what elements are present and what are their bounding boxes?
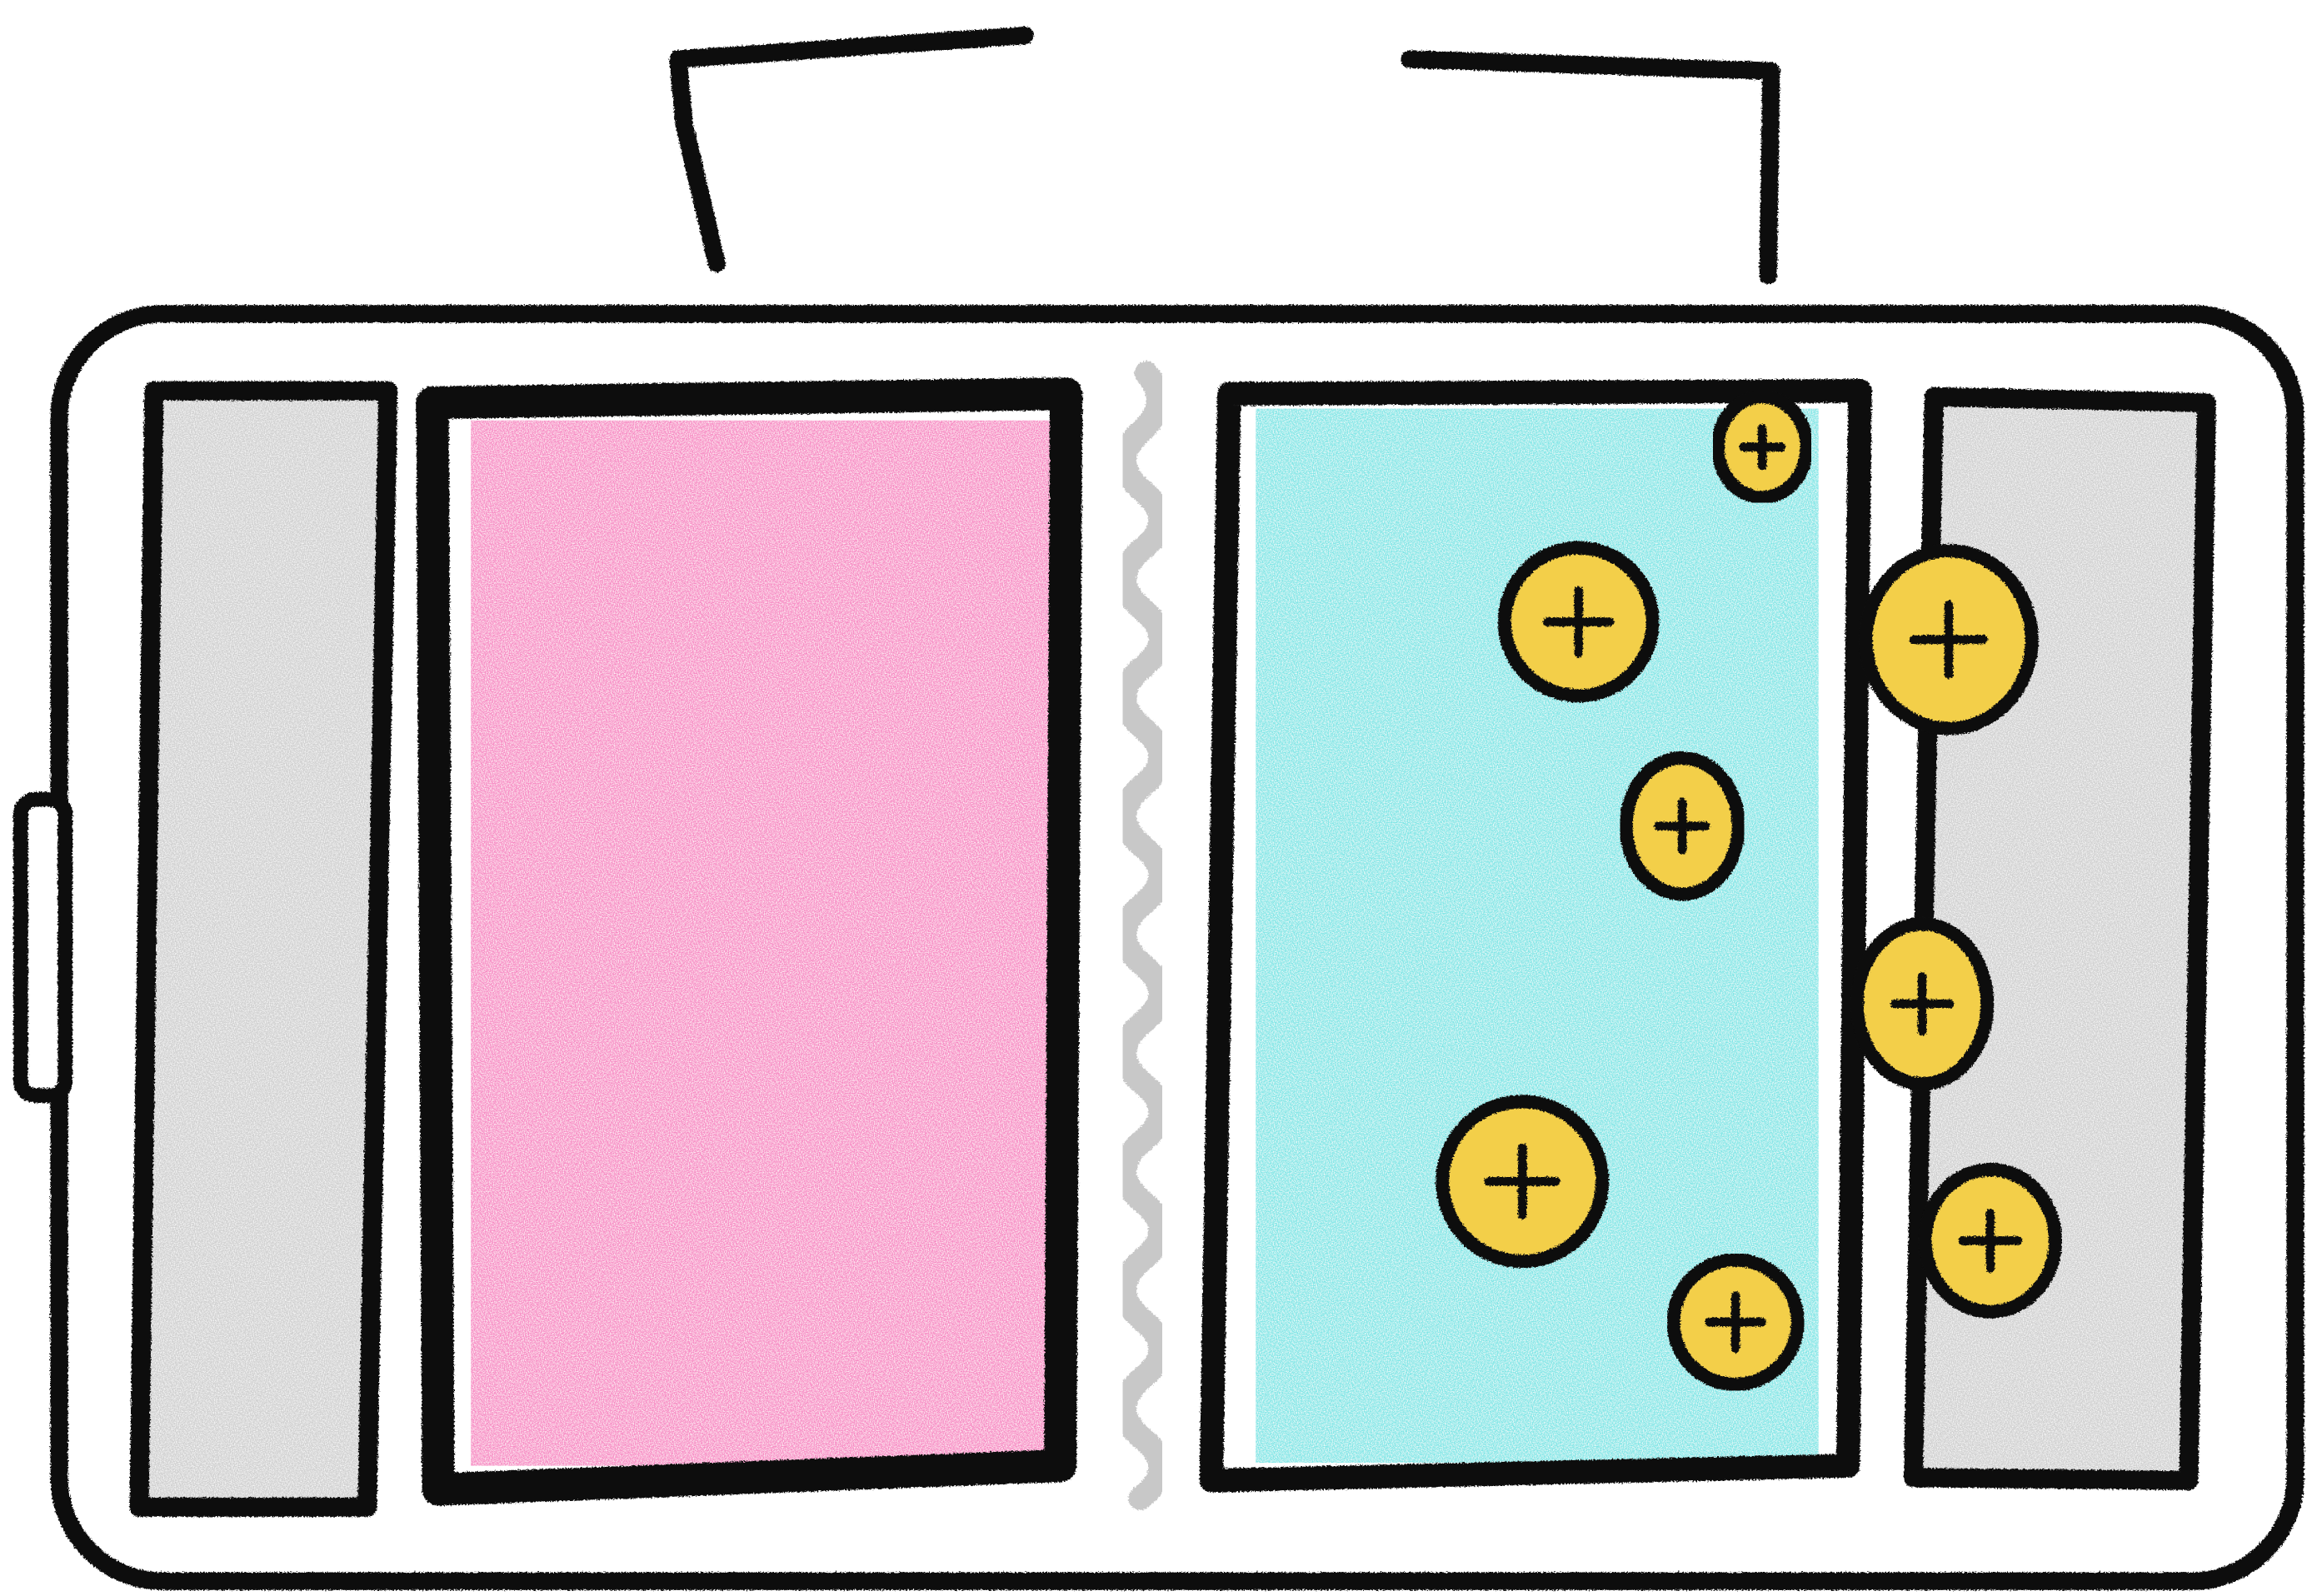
battery-nub	[21, 800, 65, 1095]
ion-2	[1505, 548, 1653, 696]
ion-8	[1925, 1170, 2055, 1312]
ion-5	[1673, 1260, 1797, 1384]
ion-1	[1718, 397, 1807, 497]
left-current-collector	[139, 391, 388, 1507]
ion-3	[1626, 758, 1739, 895]
terminal-wires	[678, 36, 1771, 276]
anode	[432, 394, 1066, 1489]
separator	[1125, 373, 1161, 1499]
ion-7	[1857, 924, 1987, 1084]
ion-4	[1442, 1101, 1602, 1261]
negative-terminal-wire	[678, 36, 1025, 264]
positive-terminal-wire	[1410, 59, 1771, 275]
ion-6	[1866, 551, 2032, 728]
